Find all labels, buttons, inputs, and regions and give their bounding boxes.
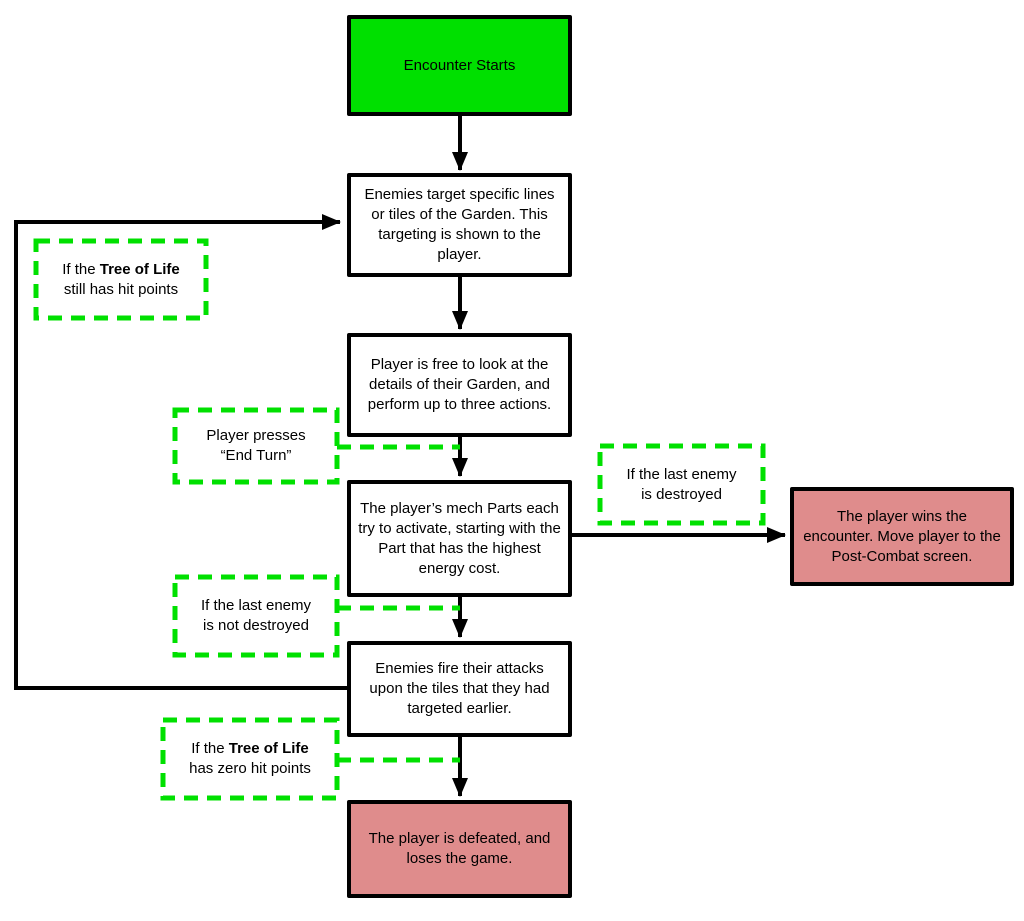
condition-tree-alive-prefix: If the — [62, 260, 100, 278]
condition-tree-alive-bold: Tree of Life — [99, 260, 180, 278]
condition-tree-zero-line1: If the Tree of Life — [191, 739, 309, 759]
condition-tree-alive: If the Tree of Life still has hit points — [36, 241, 206, 318]
condition-enemy-destroyed: If the last enemy is destroyed — [600, 446, 763, 523]
node-parts-activate-label: The player’s mech Parts each try to acti… — [358, 499, 561, 577]
condition-tree-alive-line1: If the Tree of Life — [62, 260, 180, 280]
condition-enemy-destroyed-line2: is destroyed — [641, 485, 722, 503]
node-encounter-starts: Encounter Starts — [347, 15, 572, 116]
loop-arrow-fire-to-targeting — [14, 214, 347, 690]
node-enemies-fire-label: Enemies fire their attacks upon the tile… — [369, 660, 550, 717]
condition-end-turn: Player presses “End Turn” — [175, 410, 337, 482]
condition-tree-zero: If the Tree of Life has zero hit points — [163, 720, 337, 798]
node-player-actions: Player is free to look at the details of… — [347, 333, 572, 437]
node-parts-activate: The player’s mech Parts each try to acti… — [347, 480, 572, 597]
node-player-wins: The player wins the encounter. Move play… — [790, 487, 1014, 586]
condition-box-tree-zero — [160, 717, 340, 801]
condition-enemy-not-destroyed: If the last enemy is not destroyed — [175, 577, 337, 655]
condition-box-tree-alive — [33, 238, 209, 321]
condition-box-enemy-destroyed — [597, 443, 766, 526]
node-enemies-target: Enemies target specific lines or tiles o… — [347, 173, 572, 277]
condition-box-enemy-not-destroyed — [172, 574, 340, 658]
condition-enemy-not-destroyed-line2: is not destroyed — [203, 617, 309, 634]
condition-box-end-turn — [172, 407, 340, 485]
node-player-actions-label: Player is free to look at the details of… — [367, 356, 552, 413]
condition-tree-zero-prefix: If the — [191, 740, 229, 757]
condition-tree-alive-line2: still has hit points — [63, 280, 179, 298]
node-player-defeated: The player is defeated, and loses the ga… — [347, 800, 572, 898]
condition-enemy-destroyed-line1: If the last enemy — [626, 465, 737, 483]
condition-enemy-not-destroyed-line1: If the last enemy — [200, 597, 312, 614]
node-player-defeated-label: The player is defeated, and loses the ga… — [368, 830, 551, 867]
node-player-wins-label: The player wins the encounter. Move play… — [803, 507, 1001, 565]
condition-end-turn-line2: “End Turn” — [220, 447, 292, 464]
condition-tree-zero-bold: Tree of Life — [228, 740, 309, 757]
node-encounter-starts-label: Encounter Starts — [403, 56, 516, 74]
condition-end-turn-line1: Player presses — [206, 427, 306, 444]
node-enemies-target-label: Enemies target specific lines or tiles o… — [364, 186, 555, 263]
node-enemies-fire: Enemies fire their attacks upon the tile… — [347, 641, 572, 737]
condition-tree-zero-line2: has zero hit points — [189, 760, 311, 777]
